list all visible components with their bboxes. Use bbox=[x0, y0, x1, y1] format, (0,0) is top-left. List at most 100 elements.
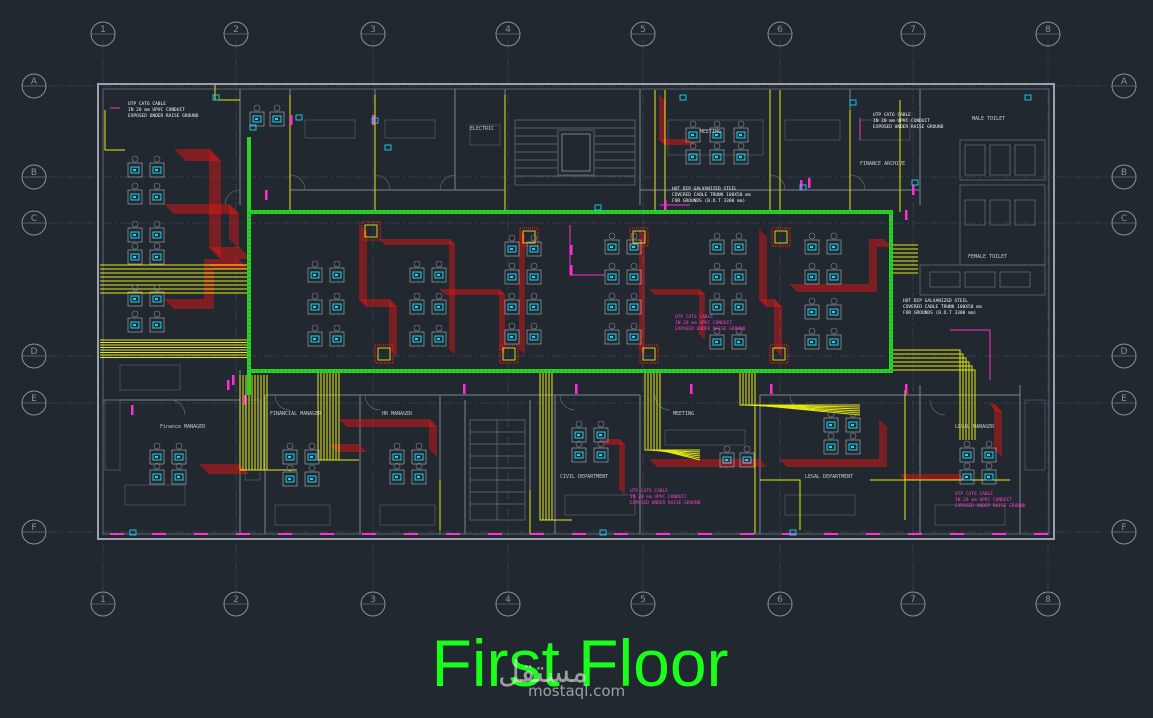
workstation bbox=[709, 142, 725, 165]
desk bbox=[685, 127, 701, 143]
data-outlet bbox=[712, 338, 722, 346]
data-outlet-jack bbox=[810, 341, 813, 343]
data-outlet bbox=[826, 421, 836, 429]
utp-run-left-upper bbox=[175, 149, 240, 249]
chair bbox=[630, 232, 638, 240]
chair bbox=[985, 462, 993, 470]
desk bbox=[171, 449, 187, 465]
junction-box bbox=[639, 344, 659, 364]
grid-bubble-label: 2 bbox=[233, 25, 239, 35]
chair bbox=[153, 220, 161, 228]
workstation bbox=[804, 232, 820, 255]
data-outlet bbox=[152, 193, 162, 201]
grid-bubble-label: B bbox=[1121, 168, 1127, 178]
desk bbox=[411, 469, 427, 485]
desk bbox=[504, 299, 520, 315]
desk bbox=[626, 269, 642, 285]
data-outlet bbox=[332, 335, 342, 343]
desk bbox=[626, 329, 642, 345]
desk bbox=[329, 267, 345, 283]
data-outlet bbox=[688, 153, 698, 161]
data-outlet bbox=[688, 131, 698, 139]
chair bbox=[735, 232, 743, 240]
workstation bbox=[804, 262, 820, 285]
utp-run-left-middle bbox=[165, 204, 231, 240]
conduit-line bbox=[739, 371, 860, 406]
desk bbox=[304, 471, 320, 487]
desk bbox=[269, 111, 285, 127]
desk bbox=[733, 127, 749, 143]
chair bbox=[308, 442, 316, 450]
data-outlet-jack bbox=[691, 134, 694, 136]
grid-bubble-label: 7 bbox=[910, 595, 916, 605]
note-utp-center-2: IN 20 mm UPVC CONDUIT bbox=[675, 320, 732, 326]
chair bbox=[508, 262, 516, 270]
conduit-line bbox=[891, 361, 970, 440]
data-outlet-jack bbox=[155, 324, 158, 326]
chair bbox=[849, 410, 857, 418]
junction-box-inner bbox=[772, 347, 786, 361]
chair bbox=[597, 420, 605, 428]
desk bbox=[127, 317, 143, 333]
data-outlet-jack bbox=[437, 274, 440, 276]
desk bbox=[149, 449, 165, 465]
data-outlet-jack bbox=[288, 456, 291, 458]
wall-outlet-icon bbox=[384, 144, 392, 151]
conduit-line bbox=[266, 375, 297, 471]
chair bbox=[415, 442, 423, 450]
data-outlet bbox=[829, 243, 839, 251]
desk bbox=[709, 334, 725, 350]
desk bbox=[389, 449, 405, 465]
workstation bbox=[804, 297, 820, 320]
data-outlet-jack bbox=[133, 169, 136, 171]
data-outlet-jack bbox=[313, 306, 316, 308]
data-outlet bbox=[712, 131, 722, 139]
desk bbox=[304, 449, 320, 465]
data-outlet bbox=[310, 271, 320, 279]
workstation bbox=[826, 297, 842, 320]
utp-run-left-lower bbox=[167, 261, 242, 303]
utp-run-bottom-4 bbox=[602, 441, 623, 492]
data-outlet-jack bbox=[691, 156, 694, 158]
chair bbox=[435, 324, 443, 332]
desk bbox=[307, 267, 323, 283]
data-outlet-jack bbox=[965, 476, 968, 478]
grid-bubble-label: 6 bbox=[777, 595, 783, 605]
note-utp-bottom-right-1: UTP CAT6 CABLE bbox=[955, 491, 993, 497]
data-outlet-jack bbox=[313, 274, 316, 276]
workstation bbox=[709, 327, 725, 350]
conduit-line bbox=[742, 371, 861, 408]
workstation bbox=[526, 322, 542, 345]
chair bbox=[530, 262, 538, 270]
magenta-marker bbox=[570, 245, 573, 255]
wall-outlet-icon bbox=[129, 529, 137, 536]
chair bbox=[131, 155, 139, 163]
chair bbox=[827, 432, 835, 440]
chair bbox=[153, 155, 161, 163]
data-outlet bbox=[529, 333, 539, 341]
data-outlet-jack bbox=[610, 276, 613, 278]
conduit-line bbox=[656, 371, 701, 459]
watermark-arabic: مستقل bbox=[498, 655, 588, 690]
chair bbox=[175, 442, 183, 450]
workstation bbox=[845, 432, 861, 455]
workstation bbox=[171, 442, 187, 465]
magenta-markers bbox=[110, 94, 1048, 536]
data-outlet-jack bbox=[987, 476, 990, 478]
utp-run-tray-2 bbox=[382, 241, 453, 352]
utp-run-tray-8 bbox=[790, 239, 885, 286]
data-outlet bbox=[434, 303, 444, 311]
note-utp-bottom-right-2: IN 20 mm UPVC CONDUIT bbox=[955, 497, 1012, 503]
utp-run-tray-3 bbox=[442, 291, 503, 352]
desk bbox=[504, 269, 520, 285]
data-outlet bbox=[734, 243, 744, 251]
data-outlet-jack bbox=[155, 456, 158, 458]
conduit-line bbox=[650, 371, 701, 455]
chair bbox=[508, 234, 516, 242]
workstation bbox=[731, 327, 747, 350]
grid-bubble-label: 7 bbox=[910, 25, 916, 35]
chair bbox=[830, 262, 838, 270]
data-outlet bbox=[414, 473, 424, 481]
grid-bubble-label: 8 bbox=[1045, 25, 1051, 35]
